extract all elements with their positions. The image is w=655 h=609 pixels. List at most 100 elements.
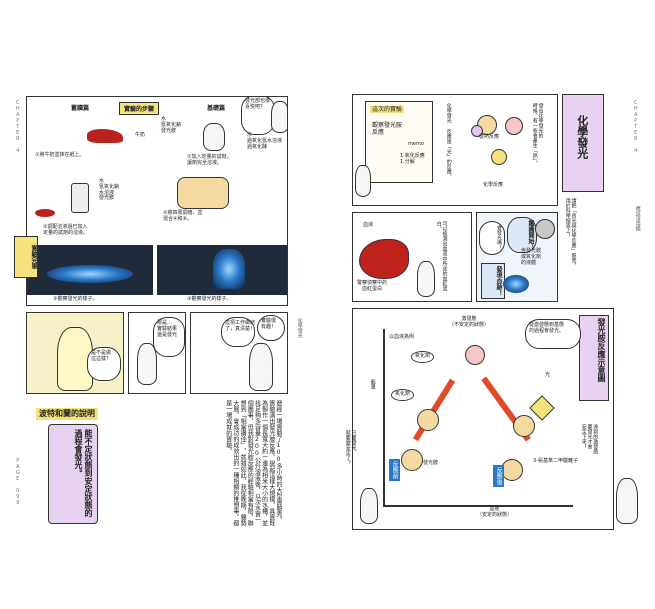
after-box: 反應後 bbox=[493, 465, 505, 487]
mascot-intro bbox=[355, 165, 371, 197]
step-3b: ③觀察發光的樣子。 bbox=[187, 296, 232, 302]
milk-splash bbox=[87, 129, 123, 143]
lum-label: 發光胺 bbox=[423, 460, 439, 466]
notes-line1: 觀察發光胺 反應 bbox=[372, 122, 403, 137]
reaction-circles bbox=[467, 111, 537, 171]
body-text: 歷經一場實驗了100多小時的大型實驗秀，實驗演出發光胺反應，說起這樣大規模，具實… bbox=[224, 400, 282, 526]
detective-face bbox=[535, 219, 555, 239]
comic-speech-4: 實驗很 有趣！ bbox=[257, 315, 285, 341]
circle-a bbox=[471, 125, 483, 137]
diagram-panel: 發光胺反應示意圖 能量 激發態 （不安定的狀態） 以血液為例 氧化劑 氧化劑 光… bbox=[352, 308, 614, 530]
tab-label: 應該沒用錯 bbox=[634, 206, 641, 231]
notes-paper: 這次的實驗 觀察發光胺 反應 memo 1.氧化反應 1.分解 bbox=[365, 101, 433, 183]
ground-label: 基態 （安定的狀態） bbox=[477, 506, 513, 518]
step-1b: ①加入定量的試劑， 讓劑完全溶液。 bbox=[187, 154, 232, 166]
bottle-b: 水 過氧化氫水溶液 過氧化酵 bbox=[247, 132, 283, 150]
oxidizer-example: 以血液為例 bbox=[389, 334, 415, 340]
step-3: ③觀察發光的樣子。 bbox=[53, 296, 98, 302]
speech-top-2: 化學發光 反應是「光」的反應。 bbox=[445, 103, 452, 179]
step-1: ①將牛奶塗抹在紙上。 bbox=[35, 152, 85, 158]
top-speech: 發光部也很喜悦吧？ bbox=[241, 97, 275, 135]
right-page: CHAPTER 4 化學發光 應該沒用錯 這次的實驗 觀察發光胺 反應 memo… bbox=[344, 78, 644, 534]
mid-face-b bbox=[513, 415, 535, 437]
sun-icon bbox=[491, 149, 507, 165]
blood-sub: 警察偵察中的 血紅蛋白 bbox=[357, 280, 388, 292]
blood-label: 血液 bbox=[363, 222, 374, 228]
spray-bottle bbox=[71, 183, 89, 213]
ingredients-a: 水 氫氧化鈉 發光胺 bbox=[161, 116, 182, 134]
title-box: 化學發光 bbox=[562, 94, 604, 192]
blood-panel: 血液 警察偵察中的 血紅蛋白 可以檢測出血液中所含的血紅蛋白。 bbox=[352, 212, 472, 302]
blood-blob bbox=[359, 239, 409, 279]
ingredients-b: 水 氫氧化鈉 水溶液 發光胺 bbox=[99, 178, 120, 202]
comic-speech-2: 那是… 實驗結果 還是發光 bbox=[153, 317, 185, 357]
notes-memo: memo bbox=[408, 141, 424, 147]
found-glow bbox=[503, 275, 529, 293]
beaker-a bbox=[203, 123, 225, 151]
face-b bbox=[505, 117, 523, 135]
comic-panel-1: 是不是做 這這樣？ bbox=[26, 312, 124, 394]
product-label: 3-氨基苯二甲酸離子 bbox=[533, 458, 578, 464]
diagram-speech: 從激發態到基態 的過程會發光。 bbox=[525, 319, 581, 349]
chapter-title: 化學發光 bbox=[575, 115, 589, 159]
page-number-left: PAGE 099 bbox=[14, 458, 21, 506]
reaction-badge: 鑑識開始！ bbox=[507, 217, 537, 253]
low-face-a bbox=[401, 449, 423, 471]
mascot-bottom-right bbox=[616, 478, 638, 524]
diagram-title: 發光胺反應示意圖 bbox=[579, 315, 609, 401]
margin-label-left: 化學發光 bbox=[296, 318, 303, 338]
oxidizer-2: 氧化劑 bbox=[391, 389, 415, 401]
spark-icon bbox=[529, 395, 555, 421]
energy-axis: 能量 bbox=[369, 379, 376, 389]
label-chem: 化學反應 bbox=[483, 182, 504, 188]
mascot-flask-top bbox=[271, 101, 287, 133]
red-drop bbox=[35, 209, 55, 217]
speech-top-1: 發出化學發光的 時候，有一些會產生「熱」。 bbox=[531, 103, 544, 166]
chapter-tab-right: CHAPTER 4 bbox=[632, 100, 639, 154]
notes-title: 這次的實驗 bbox=[370, 106, 405, 114]
speech-bottom-right: 達到的激發態 要發光才會 安定下來！ bbox=[580, 424, 599, 454]
comic-speech-1: 是不是做 這這樣？ bbox=[87, 347, 121, 381]
notes-memo2: 1.氧化反應 1.分解 bbox=[400, 153, 425, 165]
energy-axis-line bbox=[383, 329, 385, 505]
comic-speech-3: 這項工作做結 了，真清楚！ bbox=[221, 317, 255, 347]
step-2b: ②將四周調暗，並 混合④和⑧。 bbox=[163, 210, 203, 222]
label-heat: 發熱反應 bbox=[479, 134, 500, 140]
mascot-3 bbox=[249, 343, 273, 391]
callout-title: 波特和蘭的說明 bbox=[36, 408, 98, 420]
comic-panel-2: 那是… 實驗結果 還是發光 bbox=[128, 312, 186, 394]
mascot-bottom-left bbox=[360, 488, 378, 524]
found-badge: 發現血跡！ bbox=[481, 263, 505, 299]
speech-huh: 會發光嗎！ bbox=[479, 221, 505, 255]
mascot-2 bbox=[137, 343, 157, 385]
speech-bottom-left: 只要發光、 就要變安定了？ bbox=[344, 430, 357, 465]
speech-top-right: 請把「曾光與化學反應」照亮， 用於科學搜查上！ bbox=[564, 198, 577, 268]
lum-note: 含發光胺 或氧化劑 的液體 bbox=[521, 248, 542, 266]
excited-face bbox=[465, 345, 485, 365]
intro-panel: 這次的實驗 觀察發光胺 反應 memo 1.氧化反應 1.分解 化學發光 反應是… bbox=[352, 94, 558, 206]
steps-header: 實驗的步驟 bbox=[119, 102, 160, 115]
chapter-tab-left: CHAPTER 4 bbox=[14, 100, 21, 154]
speech-blood: 可以檢測出血液中所含的血紅蛋白。 bbox=[435, 221, 448, 291]
low-face-b bbox=[501, 459, 523, 481]
mid-face-a bbox=[417, 409, 439, 431]
dark-panel-left bbox=[27, 245, 153, 295]
mascot-blood bbox=[417, 261, 435, 297]
col-left-header: 蓄讀篇 bbox=[71, 105, 90, 112]
steps-panel: 蓄讀篇 實驗的步驟 基礎篇 發光部也很喜悦吧？ 牛奶 ①將牛奶塗抹在紙上。 水 … bbox=[26, 96, 288, 306]
glow-flask bbox=[213, 249, 245, 289]
dark-panel-right bbox=[157, 245, 287, 295]
ground-axis-line bbox=[383, 505, 573, 507]
col-right-header: 基礎篇 bbox=[207, 105, 226, 112]
done-badge: 實驗完畢 bbox=[14, 236, 38, 278]
detective-panel: 會發光嗎！ 鑑識開始！ 含發光胺 或氧化劑 的液體 發現血跡！ bbox=[476, 212, 558, 302]
step-2: ②調配溶液過已加入 定量的試劑的溶液。 bbox=[43, 224, 89, 236]
milk-label: 牛奶 bbox=[135, 132, 146, 138]
callout-box: 能不定狀態到安定狀態的過程會發光。 bbox=[48, 424, 98, 524]
glow-splash bbox=[47, 265, 133, 283]
excited-label: 激發態 （不安定的狀態） bbox=[449, 316, 490, 328]
left-page: CHAPTER 4 PAGE 099 蓄讀篇 實驗的步驟 基礎篇 發光部也很喜悦… bbox=[14, 78, 306, 534]
hands-mixing bbox=[177, 177, 229, 209]
reactant-box: 反應前 bbox=[389, 459, 401, 481]
light-label: 光 bbox=[545, 372, 551, 378]
